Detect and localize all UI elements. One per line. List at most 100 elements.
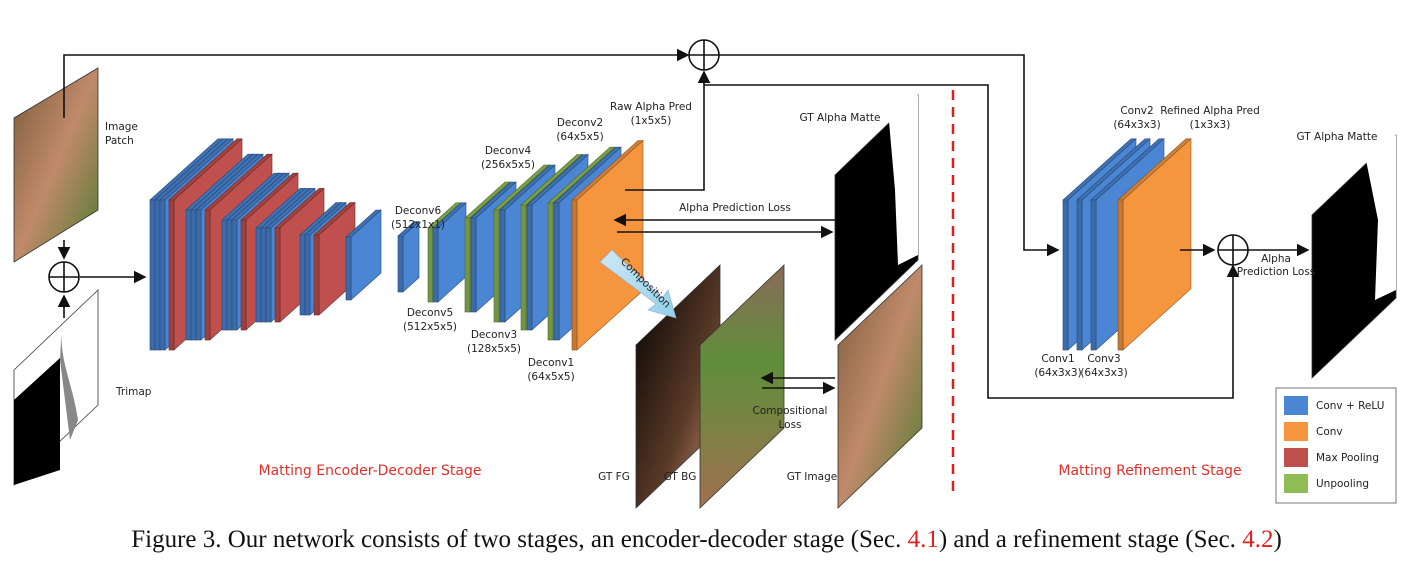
legend-label: Unpooling xyxy=(1316,478,1369,490)
conv1-layer-edge xyxy=(1062,199,1069,351)
caption-text: ) xyxy=(1273,526,1282,553)
encoder-conv-layer-edge xyxy=(299,234,306,316)
encoder-conv-layer-edge xyxy=(185,209,192,341)
raw-alpha-pred-layer xyxy=(571,139,644,351)
image-patch-label: Image xyxy=(105,121,138,133)
unpool-layer-edge xyxy=(547,202,554,341)
raw-alpha-to-sum-line xyxy=(704,84,1240,399)
encoder-conv-layer-edge xyxy=(255,227,262,323)
figure-caption: Figure 3. Our network consists of two st… xyxy=(0,526,1413,554)
encoder-conv-layer-edge xyxy=(265,227,272,323)
deconv6-layer xyxy=(397,220,420,293)
alpha-loss-2-label: Alpha xyxy=(1261,253,1291,265)
deconv1-layer-edge xyxy=(553,202,560,341)
compositional-loss-label: Compositional xyxy=(753,405,828,417)
deconv2-label: (64x5x5) xyxy=(556,131,603,143)
trimap-label: Trimap xyxy=(115,386,152,398)
composition-arrow xyxy=(599,249,677,319)
alpha-loss-2-label: Prediction Loss xyxy=(1237,266,1316,278)
legend-label: Max Pooling xyxy=(1316,452,1379,464)
trimap-region xyxy=(60,320,78,440)
compositional-loss-label: Loss xyxy=(778,419,801,431)
unpool-layer-edge xyxy=(464,217,471,313)
deconv6-layer-edge xyxy=(397,235,404,293)
unpool-layer-edge xyxy=(493,209,500,323)
skip-line-image xyxy=(63,48,690,118)
sum-operator-icon xyxy=(1217,234,1249,266)
deconv1-label: Deconv1 xyxy=(528,357,574,369)
refined-alpha-pred-layer xyxy=(1117,138,1192,351)
unpool-layer-edge xyxy=(520,204,527,331)
gt-alpha-matte-2-label: GT Alpha Matte xyxy=(1297,131,1378,143)
refined-alpha-label: Refined Alpha Pred xyxy=(1160,105,1260,117)
deconv6-label: (512x1x1) xyxy=(391,219,445,231)
conv2-layer-edge xyxy=(1076,199,1083,351)
legend-swatch xyxy=(1284,396,1308,415)
gt-fg-label: GT FG xyxy=(598,471,630,483)
deconv3-label: (128x5x5) xyxy=(467,343,521,355)
concat-operator-icon xyxy=(688,39,720,71)
gt-bg-image xyxy=(699,264,785,509)
deconv4-layer-edge xyxy=(470,217,477,313)
encoder-maxpool-layer-edge xyxy=(204,209,211,341)
deconv2-layer-edge xyxy=(526,204,533,331)
deconv3-label: Deconv3 xyxy=(471,329,517,341)
matte-white-region xyxy=(1365,135,1396,300)
unpool-layer-edge xyxy=(427,227,434,303)
deconv1-label: (64x5x5) xyxy=(527,371,574,383)
gt-bg-label: GT BG xyxy=(664,471,697,483)
deconv5-label: (512x5x5) xyxy=(403,321,457,333)
caption-text: ) and a refinement stage (Sec. xyxy=(938,526,1243,553)
refined-alpha-label: (1x3x3) xyxy=(1190,119,1231,131)
encoder-conv-layer-face xyxy=(350,209,382,301)
gt-image-image xyxy=(837,264,923,509)
conv2-label: Conv2 xyxy=(1120,105,1153,117)
raw-alpha-pred-layer-edge xyxy=(571,199,578,351)
alpha-loss-label: Alpha Prediction Loss xyxy=(679,202,791,214)
matte-white-region xyxy=(888,95,918,265)
deconv5-layer-edge xyxy=(432,227,439,303)
encoder-conv-layer-edge xyxy=(154,199,161,351)
section-ref-link[interactable]: 4.1 xyxy=(907,526,939,553)
deconv3-layer-edge xyxy=(499,209,506,323)
image-patch-image xyxy=(13,67,99,263)
trimap-unknown xyxy=(14,358,60,485)
encoder-maxpool-layer-edge xyxy=(274,227,281,323)
legend-swatch xyxy=(1284,448,1308,467)
encoder-conv-layer-edge xyxy=(260,227,267,323)
gt-image-label: GT Image xyxy=(787,471,837,483)
concat-operator-input-icon xyxy=(48,261,80,293)
section-ref-link[interactable]: 4.2 xyxy=(1242,526,1274,553)
concat-to-refine-line xyxy=(719,54,1060,257)
encoder-maxpool-layer-edge xyxy=(240,219,247,331)
encoder-conv-layer-edge xyxy=(190,209,197,341)
legend-label: Conv + ReLU xyxy=(1316,400,1384,412)
conv3-label: (64x3x3) xyxy=(1080,367,1127,379)
image-patch-label: Patch xyxy=(105,135,134,147)
encoder-conv-layer xyxy=(345,209,382,301)
conv3-label: Conv3 xyxy=(1087,353,1120,365)
conv3-layer-edge xyxy=(1090,199,1097,351)
encoder-maxpool-layer-edge xyxy=(168,199,175,351)
conv2-label: (64x3x3) xyxy=(1113,119,1160,131)
raw-alpha-to-concat-line xyxy=(625,70,711,191)
refinement-stage-label: Matting Refinement Stage xyxy=(1058,463,1241,479)
encoder-maxpool-layer-edge xyxy=(313,234,320,316)
deconv6-label: Deconv6 xyxy=(395,205,442,217)
encoder-conv-layer-edge xyxy=(221,219,228,331)
encoder-decoder-stage-label: Matting Encoder-Decoder Stage xyxy=(259,463,482,479)
encoder-conv-layer-edge xyxy=(149,199,156,351)
encoder-conv-layer-edge xyxy=(226,219,233,331)
caption-text: Figure 3. Our network consists of two st… xyxy=(131,526,908,553)
encoder-conv-layer-edge xyxy=(159,199,166,351)
deconv4-label: (256x5x5) xyxy=(481,159,535,171)
refined-alpha-pred-layer-edge xyxy=(1117,199,1124,351)
legend-swatch xyxy=(1284,474,1308,493)
deconv5-label: Deconv5 xyxy=(407,307,453,319)
legend-swatch xyxy=(1284,422,1308,441)
deconv2-label: Deconv2 xyxy=(557,117,603,129)
encoder-conv-layer-edge xyxy=(231,219,238,331)
